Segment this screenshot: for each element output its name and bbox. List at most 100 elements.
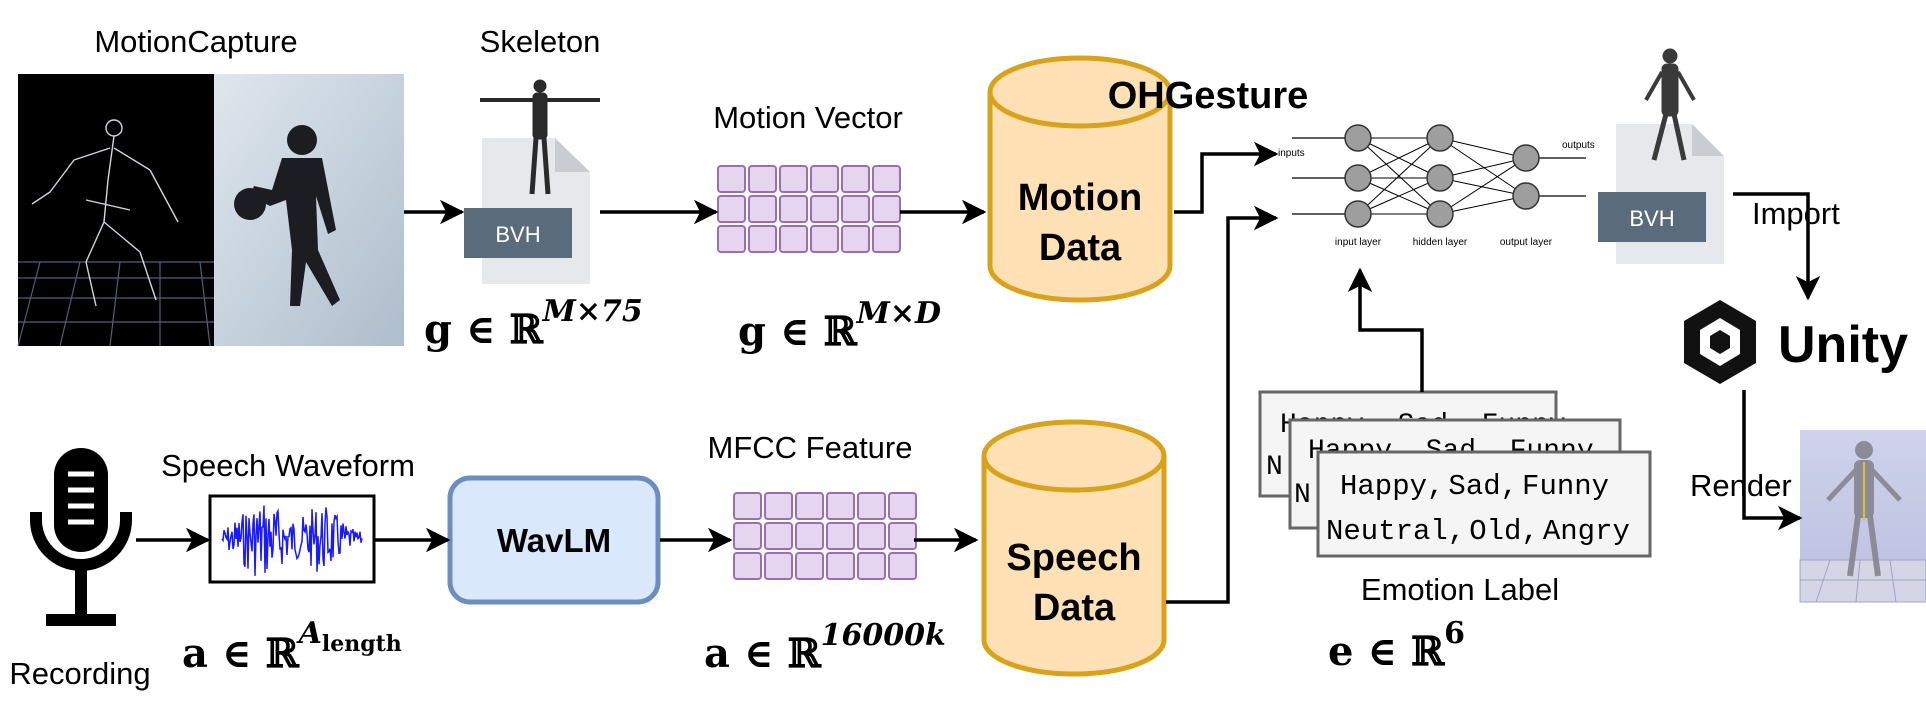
grid-cell: [888, 552, 917, 580]
grid-cell: [795, 492, 824, 520]
network-neuron: [1344, 200, 1372, 228]
grid-cell: [872, 225, 901, 253]
emotion-label-title: Emotion Label: [1361, 572, 1559, 607]
network-input-layer-label: input layer: [1335, 237, 1382, 248]
network-neuron: [1344, 164, 1372, 192]
emotion-card-middle-n: N: [1294, 480, 1311, 511]
grid-cell: [872, 195, 901, 223]
grid-cell: [888, 492, 917, 520]
speech-data-cylinder: [981, 419, 1167, 677]
output-character-figure: [1644, 48, 1696, 161]
render-image: [1799, 430, 1926, 603]
formula-a-waveform-base: a ∈ ℝ: [182, 630, 300, 677]
network-outputs-label: outputs: [1562, 140, 1595, 151]
grid-cell: [857, 552, 886, 580]
formula-g-skeleton-base: g ∈ ℝ: [424, 306, 544, 353]
grid-cell: [764, 492, 793, 520]
grid-cell: [810, 165, 839, 193]
grid-cell: [841, 225, 870, 253]
formula-e-base: e ∈ ℝ: [1328, 628, 1446, 675]
network-output-layer-label: output layer: [1500, 237, 1553, 248]
recording-label: Recording: [9, 656, 150, 691]
network-connection: [1439, 157, 1527, 179]
formula-e: e ∈ ℝ6: [1328, 616, 1465, 675]
microphone-icon: [30, 448, 132, 626]
speech-data-label-line2: Data: [1033, 587, 1116, 629]
formula-e-sup: 6: [1444, 616, 1465, 651]
motion-data-label-line2: Data: [1039, 227, 1122, 269]
grid-cell: [733, 552, 762, 580]
bvh-label-left: BVH: [495, 222, 540, 247]
network-connection: [1439, 195, 1527, 215]
grid-cell: [779, 225, 808, 253]
bvh-badge-left: [464, 208, 572, 258]
mfcc-feature-grid: [733, 492, 917, 580]
waveform-signal: [221, 505, 363, 576]
network-neuron: [1426, 124, 1454, 152]
grid-cell: [717, 225, 746, 253]
unity-logo-icon: [1684, 300, 1756, 384]
render-label: Render: [1690, 468, 1792, 503]
grid-cell: [795, 522, 824, 550]
grid-cell: [764, 522, 793, 550]
arrow-emotion-to-ohgesture: [1347, 267, 1424, 392]
skeleton-title: Skeleton: [480, 24, 601, 59]
network-hidden-layer-label: hidden layer: [1413, 237, 1468, 248]
bvh-badge-right: [1598, 192, 1706, 242]
emotion-card-line2: Neutral,Old,Angry: [1326, 515, 1630, 548]
formula-a-waveform-sup: A: [296, 616, 322, 651]
motion-vector-title: Motion Vector: [713, 100, 903, 135]
arrow-speech-data-to-ohgesture: [1166, 205, 1279, 604]
grid-cell: [733, 492, 762, 520]
grid-cell: [810, 225, 839, 253]
network-neuron: [1512, 182, 1540, 210]
formula-a-mfcc-sup: 16000k: [821, 618, 946, 653]
grid-cell: [748, 225, 777, 253]
bvh-label-right: BVH: [1629, 206, 1674, 231]
grid-cell: [795, 552, 824, 580]
network-connection: [1439, 177, 1527, 197]
emotion-card-line1: Happy,Sad,Funny: [1340, 470, 1609, 503]
network-neurons: [1344, 124, 1540, 228]
grid-cell: [826, 492, 855, 520]
emotion-card-front: Happy,Sad,Funny Neutral,Old,Angry: [1316, 450, 1652, 558]
grid-cell: [826, 522, 855, 550]
grid-cell: [717, 195, 746, 223]
mfcc-feature-title: MFCC Feature: [708, 430, 913, 465]
grid-cell: [841, 165, 870, 193]
network-connection: [1357, 177, 1441, 215]
network-inputs-label: inputs: [1278, 148, 1305, 159]
network-connection: [1439, 137, 1527, 159]
motion-capture-image: [17, 74, 404, 347]
grid-cell: [872, 165, 901, 193]
motion-capture-title: MotionCapture: [94, 24, 297, 59]
network-neuron: [1344, 124, 1372, 152]
grid-cell: [841, 195, 870, 223]
network-connection: [1439, 137, 1527, 197]
grid-cell: [748, 165, 777, 193]
motion-data-label-line1: Motion: [1018, 177, 1143, 219]
grid-cell: [810, 195, 839, 223]
speech-waveform-title: Speech Waveform: [161, 448, 415, 483]
formula-g-motion: g ∈ ℝM×D: [738, 296, 941, 355]
network-connection: [1357, 137, 1441, 179]
ohgesture-title: OHGesture: [1108, 75, 1309, 117]
speech-data-label-line1: Speech: [1006, 537, 1141, 579]
grid-cell: [857, 522, 886, 550]
grid-cell: [888, 522, 917, 550]
network-connection: [1439, 157, 1527, 215]
import-label: Import: [1752, 196, 1840, 231]
motion-vector-grid: [717, 165, 901, 253]
formula-a-waveform-sub: length: [322, 631, 402, 657]
grid-cell: [779, 165, 808, 193]
grid-cell: [779, 195, 808, 223]
unity-label: Unity: [1778, 316, 1908, 374]
formula-g-skeleton: g ∈ ℝM×75: [424, 294, 643, 353]
grid-cell: [826, 552, 855, 580]
formula-a-waveform: a ∈ ℝAlength: [182, 616, 402, 677]
grid-cell: [764, 552, 793, 580]
arrow-motion-data-to-ohgesture: [1174, 141, 1279, 214]
wavlm-label: WavLM: [497, 522, 611, 559]
import-arrow: [1733, 192, 1821, 301]
